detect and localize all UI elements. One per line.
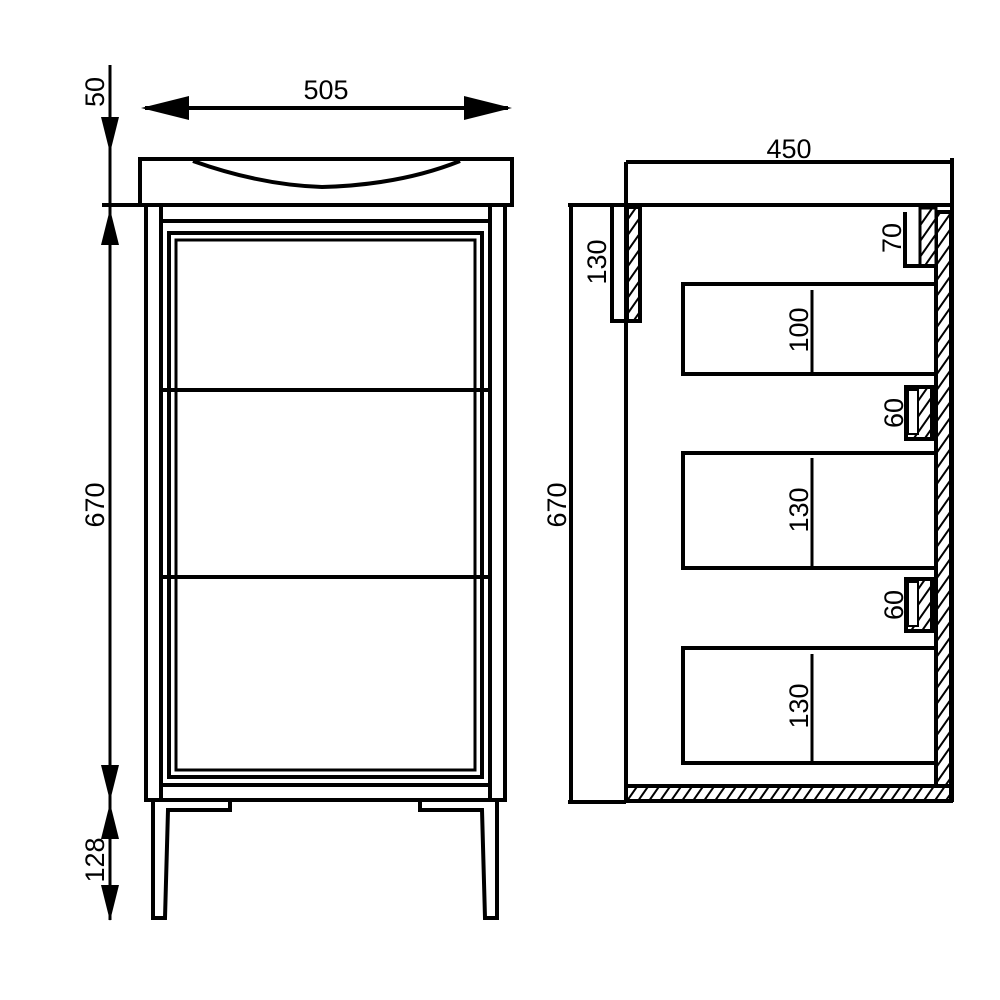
front-rail-hatched: [625, 205, 642, 323]
back-panel-hatched: [934, 210, 953, 789]
drawer-3: 130: [681, 646, 938, 765]
gap-bracket-1: 60: [879, 385, 934, 441]
dim-gap-2: 60: [879, 590, 909, 620]
dim-drawer-2: 130: [784, 487, 814, 532]
drawer-2: 130: [681, 451, 938, 570]
dim-top-panel: 130: [582, 239, 612, 284]
gap-bracket-2: 60: [879, 577, 934, 633]
front-view: 50 670 128 505: [80, 65, 514, 921]
side-view: 450 670 130 70 100 60 130: [542, 134, 954, 804]
dim-side-height: 670: [542, 482, 572, 527]
cabinet-body: [144, 203, 507, 802]
dim-depth: 450: [766, 134, 811, 164]
dim-top-gap: 70: [877, 223, 907, 253]
drawer-1: 100: [681, 282, 938, 376]
dim-drawer-1: 100: [784, 307, 814, 352]
dim-drawer-3: 130: [784, 683, 814, 728]
sink: [138, 157, 514, 207]
top-bracket: [918, 206, 938, 268]
bottom-panel-hatched: [624, 784, 953, 803]
dim-sink-height: 50: [80, 77, 110, 107]
dim-width: 505: [303, 75, 348, 105]
legs: [151, 800, 499, 920]
dim-gap-1: 60: [879, 398, 909, 428]
dim-leg-height: 128: [80, 837, 110, 882]
glass-door: [161, 231, 490, 779]
dim-cabinet-height: 670: [80, 482, 110, 527]
